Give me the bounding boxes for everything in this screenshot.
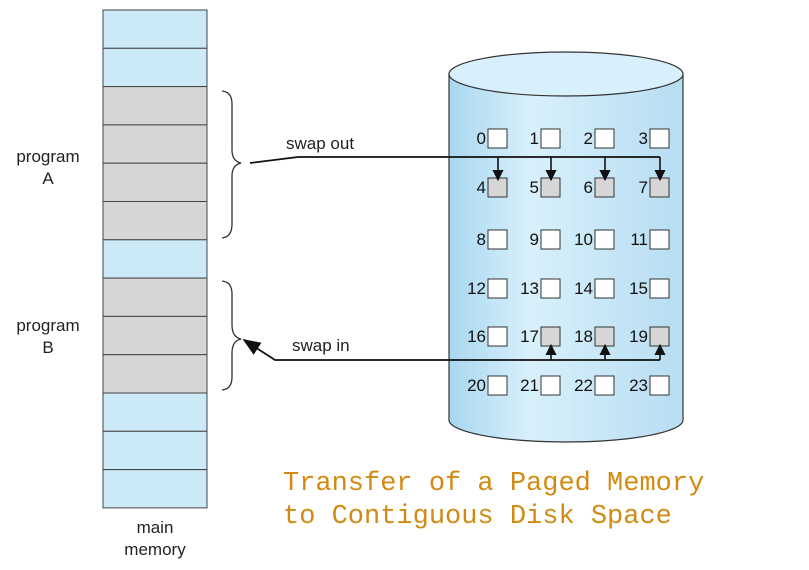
disk-block-used <box>594 326 615 347</box>
disk-block-number: 15 <box>629 279 648 298</box>
program-b-brace <box>221 280 242 391</box>
memory-frame <box>102 392 208 432</box>
disk-block-used <box>649 326 670 347</box>
disk-block-used <box>540 326 561 347</box>
main-memory <box>102 9 208 509</box>
disk-block-number: 6 <box>584 178 593 197</box>
program-a-label-line2: A <box>42 169 54 188</box>
program-b-label-line2: B <box>42 338 53 357</box>
disk-block-free <box>594 128 615 149</box>
program-a-label-line1: program <box>16 147 79 166</box>
caption-line2: to Contiguous Disk Space <box>283 502 672 532</box>
disk-block-number: 13 <box>520 279 539 298</box>
disk-block-number: 5 <box>530 178 539 197</box>
disk-block-number: 20 <box>467 376 486 395</box>
disk-block-number: 22 <box>574 376 593 395</box>
caption-line1: Transfer of a Paged Memory <box>283 469 705 499</box>
disk-block-free <box>649 278 670 299</box>
disk-block-number: 11 <box>630 230 648 249</box>
disk-block-free <box>540 375 561 396</box>
disk-block-number: 18 <box>574 327 593 346</box>
swap-out-label: swap out <box>286 134 354 153</box>
disk-block-number: 4 <box>477 178 486 197</box>
disk-block-free <box>487 375 508 396</box>
disk-block-used <box>540 177 561 198</box>
disk-block-used <box>594 177 615 198</box>
memory-frame <box>102 469 208 509</box>
memory-frame <box>102 354 208 394</box>
disk-block-number: 21 <box>520 376 539 395</box>
disk-block-number: 17 <box>520 327 539 346</box>
memory-frame <box>102 430 208 471</box>
memory-frame <box>102 86 208 126</box>
disk-block-free <box>487 128 508 149</box>
disk-block-number: 7 <box>639 178 648 197</box>
disk-block-free <box>649 229 670 250</box>
disk-block-free <box>594 229 615 250</box>
disk-block-free <box>649 375 670 396</box>
disk-cylinder <box>448 51 684 443</box>
memory-frame <box>102 9 208 49</box>
disk-block-number: 1 <box>530 129 539 148</box>
disk-block-used <box>487 177 508 198</box>
memory-frame <box>102 124 208 164</box>
disk-block-number: 3 <box>639 129 648 148</box>
disk-block-number: 2 <box>584 129 593 148</box>
memory-frame <box>102 47 208 88</box>
disk-block-free <box>594 278 615 299</box>
disk-block-free <box>540 128 561 149</box>
swap-out-arrow <box>249 156 666 182</box>
disk-block-number: 23 <box>629 376 648 395</box>
main-memory-label-line2: memory <box>124 540 186 559</box>
disk-block-free <box>540 278 561 299</box>
disk-block-number: 0 <box>477 129 486 148</box>
swap-in-arrow <box>242 339 666 361</box>
disk-block-number: 19 <box>629 327 648 346</box>
memory-frame <box>102 201 208 241</box>
disk-block-number: 12 <box>467 279 486 298</box>
memory-frame <box>102 239 208 279</box>
swap-in-label: swap in <box>292 336 350 355</box>
caption: Transfer of a Paged Memory to Contiguous… <box>283 468 704 534</box>
disk-block-free <box>540 229 561 250</box>
memory-frame <box>102 315 208 356</box>
program-a-brace <box>221 90 242 239</box>
program-b-label-line1: program <box>16 316 79 335</box>
disk-block-number: 10 <box>574 230 593 249</box>
main-memory-label-line1: main <box>137 518 174 537</box>
disk-block-free <box>649 128 670 149</box>
disk-block-free <box>487 229 508 250</box>
disk-block-free <box>487 278 508 299</box>
disk-block-number: 16 <box>467 327 486 346</box>
disk-block-free <box>594 375 615 396</box>
memory-frame <box>102 277 208 317</box>
disk-block-number: 9 <box>530 230 539 249</box>
disk-block-used <box>649 177 670 198</box>
disk-block-number: 8 <box>477 230 486 249</box>
disk-block-free <box>487 326 508 347</box>
disk-block-number: 14 <box>574 279 593 298</box>
memory-frame <box>102 162 208 202</box>
